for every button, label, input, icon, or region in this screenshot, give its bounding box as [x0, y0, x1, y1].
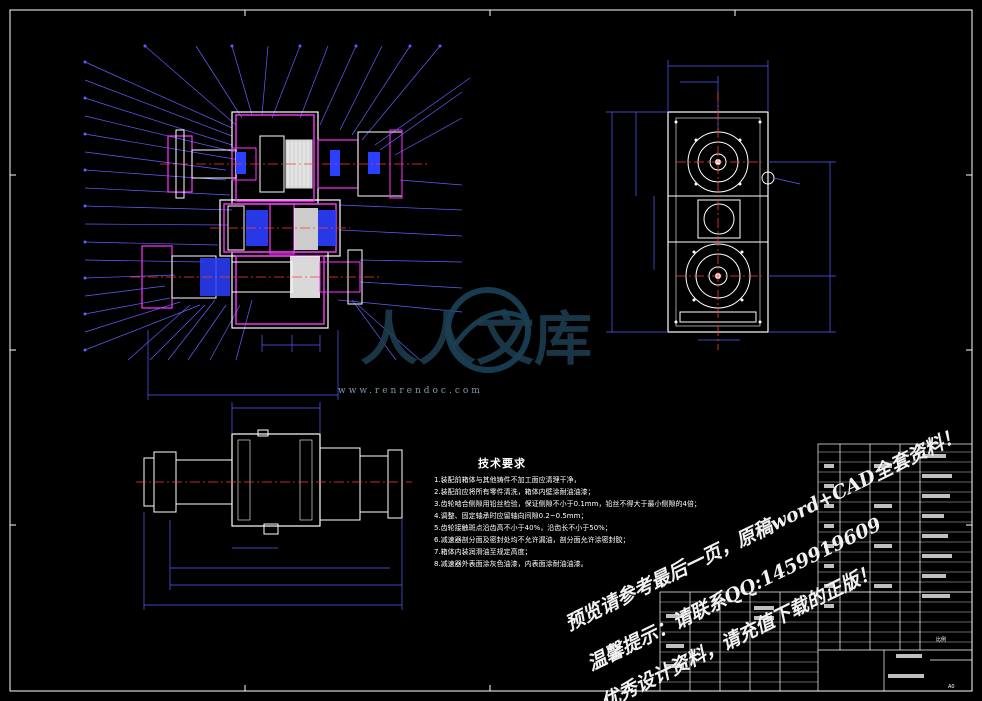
- leader-tags: [83, 44, 442, 352]
- leader-lines-left: [84, 61, 241, 351]
- center-lines: [130, 163, 430, 278]
- tech-requirement-item: 2.装配前应将所有零件清洗，箱体内壁涂耐油油漆；: [434, 488, 595, 496]
- tech-requirement-item: 1.装配前箱体与其他铸件不加工面应清理干净，: [434, 476, 581, 484]
- scale-label: 比例: [936, 637, 947, 643]
- tech-requirement-item: 4.调整、固定轴承时应留轴向间隙0.2~0.5mm；: [434, 512, 588, 520]
- parts-list-rows: [660, 451, 972, 683]
- inspection-cover: [697, 199, 741, 239]
- top-view-dimensions: [143, 402, 403, 610]
- watermark-brand: 人人文库: [360, 305, 593, 373]
- intermediate-shaft-assembly: [227, 203, 336, 255]
- leader-lines-top: [144, 45, 471, 146]
- top-view: [136, 402, 412, 610]
- tech-requirement-item: 6.减速器剖分面及密封处均不允许漏油，剖分面允许涂密封胶；: [434, 536, 630, 544]
- tech-requirements-title: 技术要求: [478, 457, 526, 470]
- title-block: [659, 443, 973, 692]
- tech-requirement-item: 5.齿轮接触斑点沿齿高不小于40%，沿齿长不小于50%；: [434, 524, 612, 532]
- watermark-url: www.renrendoc.com: [338, 386, 483, 396]
- side-view: [606, 60, 836, 350]
- tech-requirement-item: 3.齿轮啮合侧隙用铅丝检验，保证侧隙不小于0.1mm，铅丝不得大于最小侧隙的4倍…: [434, 500, 701, 508]
- sheet-size-label: A0: [948, 684, 955, 690]
- bolt-holes: [674, 120, 762, 324]
- leader-lines-bottom: [127, 299, 421, 361]
- side-view-dimensions: [606, 60, 836, 341]
- side-view-center-lines: [676, 92, 762, 350]
- watermark-logo-icon: [445, 287, 531, 373]
- tech-requirement-item: 7.箱体内装润滑油至规定高度；: [434, 548, 532, 556]
- leader-lines-right: [337, 91, 463, 313]
- parts-list-entries: [666, 454, 952, 678]
- output-shaft-assembly: [141, 245, 363, 309]
- frame-tick-marks: [10, 10, 972, 691]
- tech-requirement-item: 8.减速器外表面涂灰色油漆，内表面涂耐油油漆。: [434, 560, 588, 568]
- main-view-dimensions: [147, 330, 339, 400]
- top-view-housing: [231, 433, 321, 527]
- main-section-view: [83, 44, 471, 400]
